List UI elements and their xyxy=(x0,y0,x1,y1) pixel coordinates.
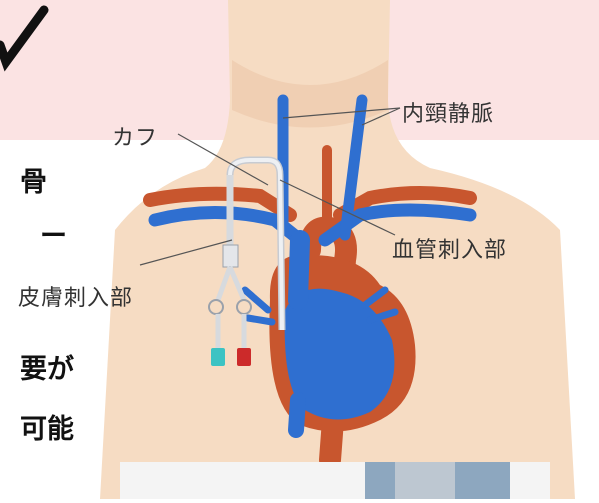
cropped-text-line-2: ー xyxy=(40,214,67,253)
inset-photo-light xyxy=(395,462,455,499)
superior-vena-cava xyxy=(298,240,300,300)
catheter-hub xyxy=(223,245,238,267)
label-cuff: カフ xyxy=(112,120,158,152)
label-skin-entry: 皮膚刺入部 xyxy=(18,280,133,312)
lumen-cap-teal xyxy=(211,348,225,366)
inferior-vena-cava xyxy=(296,400,298,430)
lumen-cap-red xyxy=(237,348,251,366)
cropped-text-line-4: 可能 xyxy=(20,407,74,446)
label-internal-jugular-vein: 内頸静脈 xyxy=(402,96,494,128)
cropped-text-line-1: 骨 xyxy=(20,160,47,199)
label-vessel-entry: 血管刺入部 xyxy=(392,232,507,264)
cropped-text-line-3: 要が xyxy=(20,347,74,386)
